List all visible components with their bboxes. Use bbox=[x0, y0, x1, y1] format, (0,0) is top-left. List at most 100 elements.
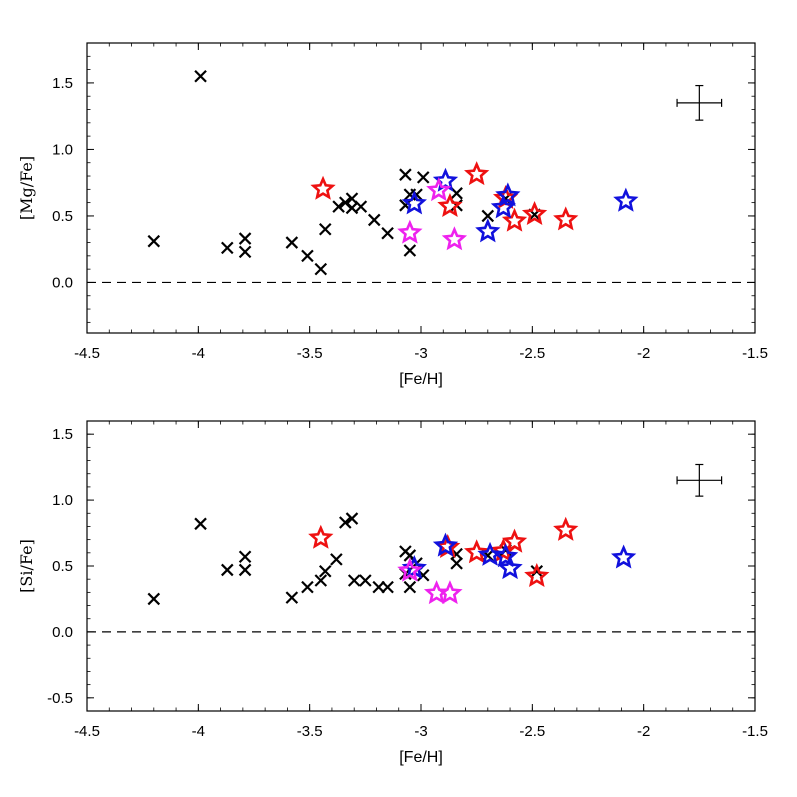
x-tick-label: -3 bbox=[414, 345, 427, 362]
si-fe-panel: -4.5-4-3.5-3-2.5-2-1.5-0.50.00.51.01.5[F… bbox=[17, 420, 768, 766]
error-bar bbox=[676, 84, 723, 121]
cross-stroke bbox=[194, 69, 207, 83]
data-point-star bbox=[426, 177, 452, 202]
cross-stroke bbox=[399, 168, 412, 181]
star-series bbox=[397, 557, 463, 605]
data-point-cross bbox=[147, 234, 161, 248]
cross-stroke bbox=[318, 564, 332, 578]
data-point-star bbox=[437, 580, 463, 605]
data-point-cross bbox=[372, 580, 385, 594]
cross-stroke bbox=[372, 580, 385, 594]
cross-stroke bbox=[147, 592, 161, 606]
data-point-cross bbox=[238, 232, 252, 245]
cross-stroke bbox=[339, 516, 352, 529]
data-point-star bbox=[308, 524, 334, 549]
data-point-cross bbox=[221, 563, 234, 577]
data-point-star bbox=[495, 182, 521, 207]
cross-stroke bbox=[238, 563, 252, 577]
data-point-cross bbox=[285, 591, 299, 604]
cross-stroke bbox=[403, 580, 417, 594]
data-point-star bbox=[441, 226, 468, 251]
cross-stroke bbox=[367, 213, 381, 227]
cross-stroke bbox=[530, 564, 544, 578]
x-tick-label: -1.5 bbox=[742, 723, 768, 740]
cross-stroke bbox=[330, 553, 343, 566]
cross-stroke bbox=[332, 200, 345, 213]
cross-stroke bbox=[381, 580, 394, 594]
data-point-star bbox=[401, 190, 427, 215]
x-tick-label: -2 bbox=[637, 345, 650, 362]
cross-stroke bbox=[314, 574, 328, 587]
cross-stroke bbox=[403, 549, 417, 562]
cross-stroke bbox=[345, 512, 359, 525]
y-tick-label: 1.5 bbox=[52, 75, 73, 92]
data-point-cross bbox=[347, 574, 361, 587]
star-series bbox=[397, 177, 468, 251]
data-point-cross bbox=[238, 550, 252, 564]
data-point-cross bbox=[399, 168, 412, 181]
data-point-cross bbox=[530, 564, 544, 578]
cross-stroke bbox=[347, 574, 361, 587]
x-tick-label: -2.5 bbox=[519, 345, 545, 362]
data-point-star bbox=[432, 167, 459, 192]
x-tick-label: -2 bbox=[637, 723, 650, 740]
y-tick-label: 1.0 bbox=[52, 141, 73, 158]
cross-stroke bbox=[221, 241, 234, 255]
data-point-cross bbox=[354, 200, 368, 213]
cross-stroke bbox=[147, 234, 161, 248]
data-point-star bbox=[310, 175, 336, 200]
data-point-star bbox=[553, 206, 579, 231]
cross-stroke bbox=[285, 236, 299, 249]
data-point-cross bbox=[318, 222, 332, 236]
x-tick-label: -4.5 bbox=[74, 345, 100, 362]
data-point-cross bbox=[194, 69, 207, 83]
data-point-cross bbox=[238, 563, 252, 577]
cross-stroke bbox=[416, 171, 430, 184]
cross-stroke bbox=[416, 568, 430, 582]
data-point-cross bbox=[416, 171, 430, 184]
data-point-star bbox=[501, 528, 528, 553]
data-point-cross bbox=[359, 574, 372, 587]
cross-stroke bbox=[238, 550, 252, 564]
cross-stroke bbox=[221, 563, 234, 577]
data-point-cross bbox=[147, 592, 161, 606]
data-point-star bbox=[521, 200, 548, 226]
cross-series bbox=[147, 69, 541, 276]
data-point-cross bbox=[367, 213, 381, 227]
data-point-star bbox=[610, 544, 637, 569]
data-point-cross bbox=[345, 512, 359, 525]
data-point-cross bbox=[238, 245, 252, 259]
data-point-cross bbox=[403, 244, 417, 257]
cross-stroke bbox=[450, 547, 463, 561]
cross-stroke bbox=[403, 244, 417, 257]
data-point-cross bbox=[450, 187, 463, 200]
x-axis-label: [Fe/H] bbox=[399, 371, 443, 388]
cross-stroke bbox=[339, 196, 352, 209]
data-point-star bbox=[490, 194, 517, 219]
cross-stroke bbox=[399, 199, 412, 212]
data-point-cross bbox=[301, 249, 314, 263]
data-point-star bbox=[464, 539, 490, 564]
cross-stroke bbox=[354, 200, 368, 213]
y-tick-label: 0.0 bbox=[52, 624, 73, 641]
y-tick-label: 0.5 bbox=[52, 208, 73, 225]
y-tick-label: -0.5 bbox=[47, 690, 73, 707]
x-tick-label: -3.5 bbox=[297, 345, 323, 362]
data-point-cross bbox=[481, 209, 495, 223]
cross-stroke bbox=[381, 226, 394, 240]
cross-stroke bbox=[238, 245, 252, 259]
data-point-star bbox=[475, 218, 501, 243]
x-tick-label: -1.5 bbox=[742, 345, 768, 362]
data-point-cross bbox=[381, 226, 394, 240]
data-point-star bbox=[464, 161, 490, 186]
data-point-cross bbox=[285, 236, 299, 249]
y-tick-label: 0.5 bbox=[52, 558, 73, 575]
data-point-cross bbox=[314, 262, 328, 276]
data-point-cross bbox=[318, 564, 332, 578]
plot-frame bbox=[86, 42, 756, 334]
data-point-star bbox=[613, 187, 639, 212]
x-tick-label: -4 bbox=[192, 345, 205, 362]
x-tick-label: -4 bbox=[192, 723, 205, 740]
cross-stroke bbox=[238, 232, 252, 245]
data-point-star bbox=[524, 562, 550, 587]
